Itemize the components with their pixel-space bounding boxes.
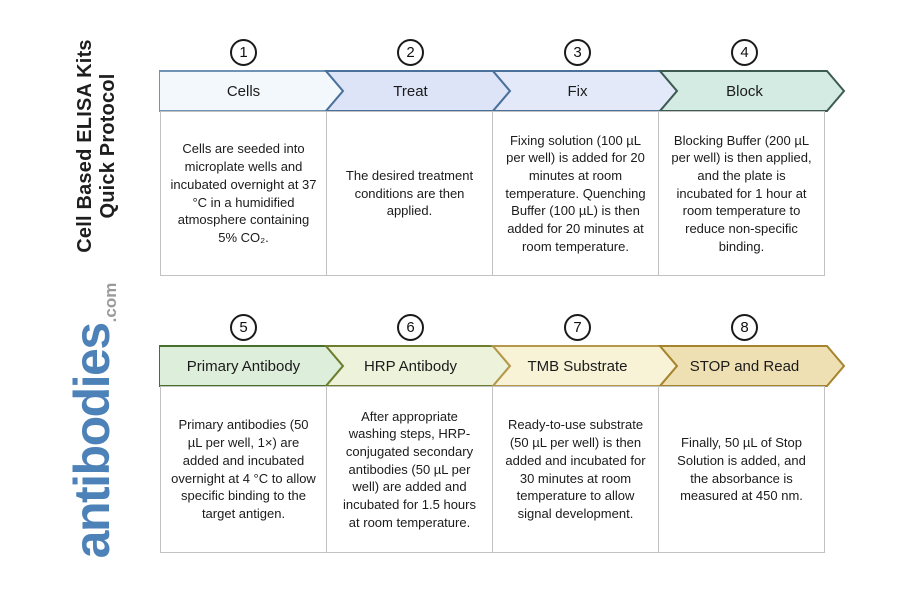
description-box-tmb-substrate: Ready-to-use substrate (50 µL per well) … bbox=[492, 386, 659, 553]
step-label-cells: Cells bbox=[226, 82, 261, 100]
step-label-treat: Treat bbox=[393, 82, 428, 100]
step-arrow-4 bbox=[657, 70, 846, 112]
step-label-tmb-substrate: TMB Substrate bbox=[527, 357, 628, 375]
step-number-4-text: 4 bbox=[740, 44, 749, 61]
page-title-line1: Cell Based ELISA Kits bbox=[74, 39, 96, 253]
step-label-hrp-antibody: HRP Antibody bbox=[363, 357, 458, 375]
step-number-2: 2 bbox=[397, 39, 424, 66]
page-title: Cell Based ELISA Kits Quick Protocol bbox=[74, 39, 120, 253]
description-box-treat: The desired treatment conditions are the… bbox=[326, 111, 493, 276]
step-number-2-text: 2 bbox=[406, 44, 415, 61]
step-number-6-text: 6 bbox=[406, 319, 415, 336]
description-box-cells: Cells are seeded into microplate wells a… bbox=[160, 111, 327, 276]
step-number-6: 6 bbox=[397, 314, 424, 341]
step-label-block: Block bbox=[726, 82, 763, 100]
description-box-stop-and-read: Finally, 50 µL of Stop Solution is added… bbox=[658, 386, 825, 553]
step-number-4: 4 bbox=[731, 39, 758, 66]
brand-logo: antibodies.com bbox=[63, 282, 121, 559]
step-arrow-8 bbox=[657, 345, 846, 387]
page-title-line2: Quick Protocol bbox=[97, 73, 119, 219]
description-box-fix: Fixing solution (100 µL per well) is add… bbox=[492, 111, 659, 276]
brand-logo-suffix: .com bbox=[101, 282, 120, 323]
step-number-1: 1 bbox=[230, 39, 257, 66]
step-number-8: 8 bbox=[731, 314, 758, 341]
brand-logo-text: antibodies bbox=[64, 323, 120, 559]
description-row-2: Primary antibodies (50 µL per well, 1×) … bbox=[160, 386, 830, 553]
step-number-5: 5 bbox=[230, 314, 257, 341]
description-box-block: Blocking Buffer (200 µL per well) is the… bbox=[658, 111, 825, 276]
step-label-fix: Fix bbox=[567, 82, 588, 100]
step-number-3-text: 3 bbox=[573, 44, 582, 61]
step-number-8-text: 8 bbox=[740, 319, 749, 336]
step-label-stop-and-read: STOP and Read bbox=[689, 357, 800, 375]
description-box-hrp-antibody: After appropriate washing steps, HRP-con… bbox=[326, 386, 493, 553]
description-box-primary-antibody: Primary antibodies (50 µL per well, 1×) … bbox=[160, 386, 327, 553]
step-number-7: 7 bbox=[564, 314, 591, 341]
process-arrow-band-row1 bbox=[159, 70, 846, 112]
description-row-1: Cells are seeded into microplate wells a… bbox=[160, 111, 830, 276]
step-number-1-text: 1 bbox=[239, 44, 248, 61]
step-number-7-text: 7 bbox=[573, 319, 582, 336]
step-number-3: 3 bbox=[564, 39, 591, 66]
step-label-primary-antibody: Primary Antibody bbox=[186, 357, 301, 375]
step-number-5-text: 5 bbox=[239, 319, 248, 336]
